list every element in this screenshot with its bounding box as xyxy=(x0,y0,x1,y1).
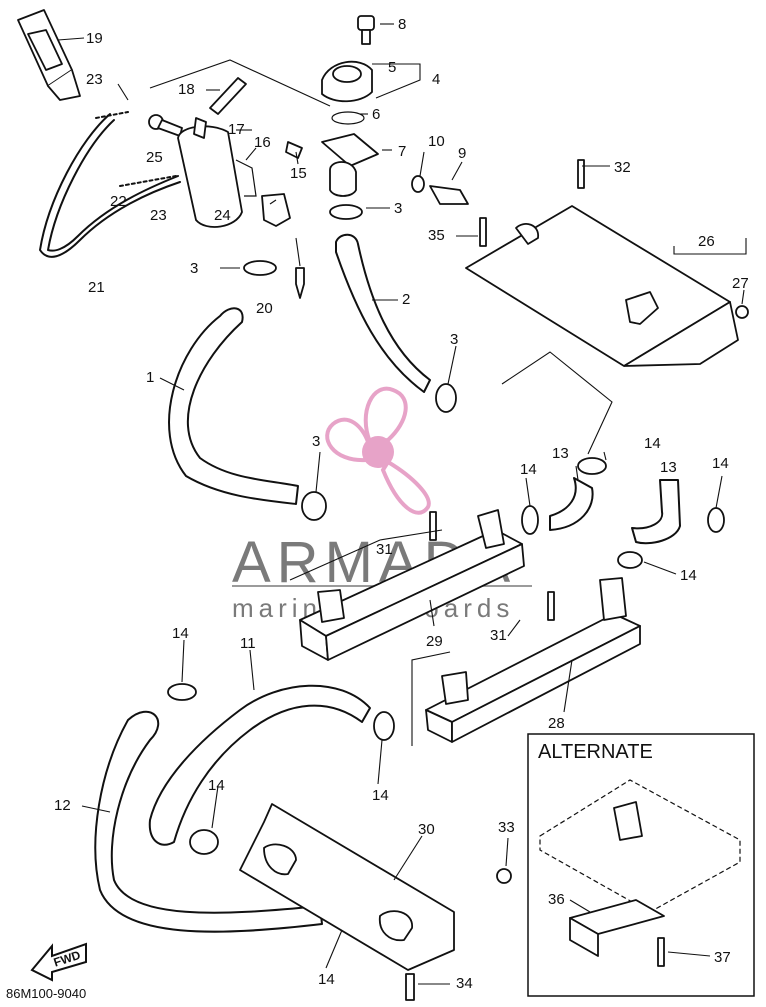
bolts-33-34 xyxy=(405,868,512,1001)
part-16-17-tank xyxy=(177,117,257,228)
part-12-hose xyxy=(94,710,323,933)
label-2: 2 xyxy=(402,291,410,308)
label-7: 7 xyxy=(398,143,406,160)
label-14-g: 14 xyxy=(208,777,225,794)
part-6-oring xyxy=(331,111,365,125)
label-21: 21 xyxy=(88,279,105,296)
bolts-32-35-27 xyxy=(479,159,749,319)
label-1: 1 xyxy=(146,369,154,386)
label-16: 16 xyxy=(254,134,271,151)
label-36: 36 xyxy=(548,891,565,908)
clamps-14-upper xyxy=(521,457,725,569)
label-14-h: 14 xyxy=(318,971,335,988)
part-24-clip xyxy=(261,193,291,227)
part-26-plate xyxy=(465,205,739,367)
part-9-10-valve xyxy=(411,175,469,205)
label-23-bottom: 23 xyxy=(150,207,167,224)
label-37: 37 xyxy=(714,949,731,966)
part-5-cover xyxy=(321,60,373,103)
label-25: 25 xyxy=(146,149,163,166)
label-14-c: 14 xyxy=(712,455,729,472)
label-13-b: 13 xyxy=(660,459,677,476)
label-35: 35 xyxy=(428,227,445,244)
part-7-housing xyxy=(321,133,379,197)
part-18-rod xyxy=(209,77,247,115)
label-15: 15 xyxy=(290,165,307,182)
part-29-cooler xyxy=(299,509,525,661)
part-1-hose xyxy=(168,307,299,505)
label-13-a: 13 xyxy=(552,445,569,462)
part-15-fitting xyxy=(285,141,303,159)
part-30-plate xyxy=(239,803,455,971)
label-19: 19 xyxy=(86,30,103,47)
label-20: 20 xyxy=(256,300,273,317)
part-21-22-hoses xyxy=(39,111,181,258)
label-17: 17 xyxy=(228,121,245,138)
part-25-fitting xyxy=(148,114,183,137)
part-2-hose xyxy=(335,233,431,393)
fwd-arrow-icon: FWD xyxy=(30,942,87,982)
label-14-e: 14 xyxy=(172,625,189,642)
label-18: 18 xyxy=(178,81,195,98)
label-22: 22 xyxy=(110,193,127,210)
part-28-cooler xyxy=(425,577,641,743)
label-23-top: 23 xyxy=(86,71,103,88)
label-33: 33 xyxy=(498,819,515,836)
part-19-bracket xyxy=(17,9,81,101)
label-3-b: 3 xyxy=(190,260,198,277)
label-28: 28 xyxy=(548,715,565,732)
label-9: 9 xyxy=(458,145,466,162)
label-6: 6 xyxy=(372,106,380,123)
label-34: 34 xyxy=(456,975,473,992)
label-31-b: 31 xyxy=(490,627,507,644)
label-31-a: 31 xyxy=(376,541,393,558)
label-3-d: 3 xyxy=(312,433,320,450)
label-3-c: 3 xyxy=(450,331,458,348)
label-10: 10 xyxy=(428,133,445,150)
label-8: 8 xyxy=(398,16,406,33)
alternate-title: ALTERNATE xyxy=(538,741,653,763)
label-12: 12 xyxy=(54,797,71,814)
label-14-a: 14 xyxy=(644,435,661,452)
label-4: 4 xyxy=(432,71,440,88)
label-24: 24 xyxy=(214,207,231,224)
bolts-31 xyxy=(429,511,555,621)
diagram-code: 86M100-9040 xyxy=(6,986,86,1001)
part-number-labels: 19 23 18 8 5 4 6 7 10 9 17 16 25 15 22 2… xyxy=(54,16,749,992)
label-14-f: 14 xyxy=(372,787,389,804)
part-13-hoses xyxy=(549,477,681,545)
propeller-logo-icon xyxy=(325,386,431,515)
label-3-a: 3 xyxy=(394,200,402,217)
label-30: 30 xyxy=(418,821,435,838)
label-5: 5 xyxy=(388,59,396,76)
label-14-b: 14 xyxy=(520,461,537,478)
part-11-hose xyxy=(148,684,371,846)
label-27: 27 xyxy=(732,275,749,292)
label-32: 32 xyxy=(614,159,631,176)
label-26: 26 xyxy=(698,233,715,250)
label-14-d: 14 xyxy=(680,567,697,584)
alternate-box: ALTERNATE xyxy=(527,733,755,997)
label-11: 11 xyxy=(240,635,256,652)
part-8-bolt xyxy=(357,15,375,45)
part-20-bolt xyxy=(295,267,305,299)
leader-lines xyxy=(57,23,747,985)
label-29: 29 xyxy=(426,633,443,650)
clamps-3 xyxy=(243,204,457,521)
